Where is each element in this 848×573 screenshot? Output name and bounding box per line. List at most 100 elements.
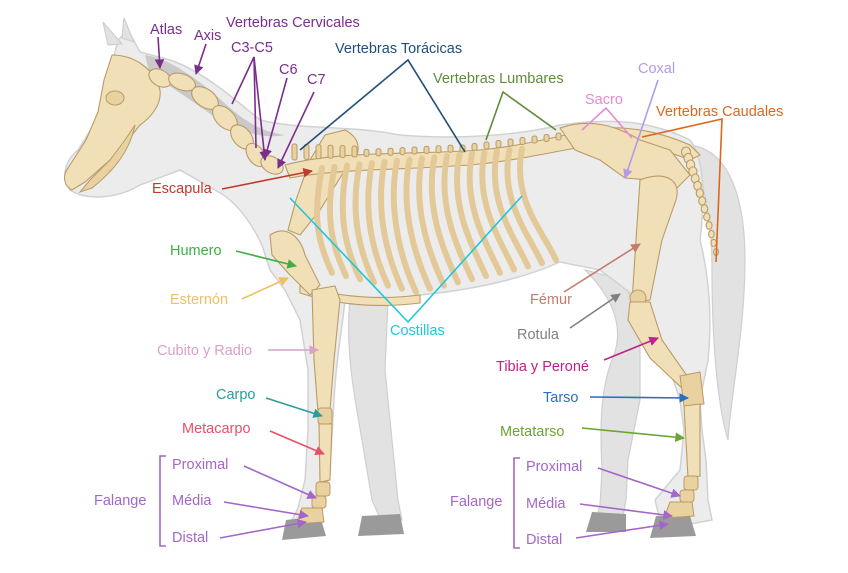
escapula-arrow — [221, 167, 313, 190]
caudal-vertebra — [703, 212, 711, 222]
rib — [517, 145, 559, 263]
rib — [441, 153, 475, 283]
rib — [352, 161, 377, 286]
spinous-process — [447, 144, 454, 153]
c3c5-arrow — [253, 56, 269, 161]
spinous-process — [519, 137, 526, 145]
rotula-arrow — [569, 293, 621, 329]
spinous-process — [375, 148, 382, 157]
rib — [504, 147, 545, 267]
spinous-process — [411, 146, 418, 155]
label-atlas: Atlas — [150, 22, 182, 38]
orbit — [105, 90, 125, 106]
metatarso-arrow — [581, 427, 685, 442]
label-carpo: Carpo — [216, 387, 256, 403]
label-esternon: Esternón — [170, 292, 228, 308]
atlas-arrow — [154, 36, 165, 69]
radius — [311, 285, 341, 413]
rib — [416, 155, 447, 289]
spinous-process — [315, 144, 322, 160]
hind-limb — [627, 175, 705, 519]
labels: Atlas Axis Vertebras Cervicales C3-C5 C6… — [94, 15, 783, 548]
caudal-vertebra — [708, 229, 715, 239]
far-hind-hoof — [586, 512, 626, 532]
rib — [339, 162, 363, 283]
ear-right — [121, 17, 136, 43]
label-c3-c5: C3-C5 — [231, 40, 273, 56]
spinous-process — [483, 141, 490, 150]
label-hind-falange: Falange — [450, 494, 502, 510]
metacarpus — [318, 423, 333, 483]
spinous-process — [471, 143, 478, 151]
rib — [378, 159, 405, 292]
spinous-process — [531, 135, 538, 144]
hind-falange-bracket — [513, 457, 520, 549]
spinous-process — [291, 143, 298, 161]
skull — [63, 54, 161, 191]
hind-middle-phalanx — [679, 489, 695, 503]
front-proximal-phalanx — [315, 481, 331, 497]
caudal-vertebrae — [680, 146, 720, 257]
label-vertebras-lumbares: Vertebras Lumbares — [433, 71, 564, 87]
c6-arrow — [262, 77, 288, 159]
spinous-process — [387, 147, 394, 156]
sacro-lines — [581, 106, 633, 139]
spinous-process — [423, 145, 430, 154]
label-rotula: Rotula — [517, 327, 560, 343]
label-axis: Axis — [194, 28, 221, 44]
far-front-leg — [348, 299, 403, 521]
label-escapula: Escapula — [152, 181, 213, 197]
label-tarso: Tarso — [543, 390, 578, 406]
mandible — [78, 124, 136, 194]
hind-proximal-arrow — [597, 467, 681, 498]
leader-lines — [154, 36, 723, 549]
tibia-arrow — [603, 336, 659, 361]
esternon-arrow — [241, 277, 289, 300]
label-humero: Humero — [170, 243, 222, 259]
caudal-vertebra — [700, 204, 709, 214]
label-hind-media: Média — [526, 496, 566, 512]
front-proximal-arrow — [243, 465, 317, 499]
rib — [454, 151, 489, 279]
carpo-arrow — [265, 397, 323, 418]
label-metatarso: Metatarso — [500, 424, 564, 440]
spinous-process — [339, 145, 346, 159]
caudal-vertebra — [705, 220, 713, 230]
spinous-process — [495, 140, 502, 148]
femur-arrow — [563, 243, 641, 293]
spinous-processes — [291, 131, 574, 161]
spinous-process — [507, 138, 514, 147]
label-hind-proximal: Proximal — [526, 459, 582, 475]
horse-body — [64, 28, 713, 529]
label-c7: C7 — [307, 72, 326, 88]
label-hind-distal: Distal — [526, 532, 562, 548]
ear — [102, 21, 124, 46]
hind-distal-arrow — [575, 520, 669, 539]
rib — [466, 150, 503, 276]
spinous-process — [327, 144, 334, 159]
thoracic-lines — [299, 58, 466, 153]
pelvis — [559, 122, 691, 191]
front-distal-arrow — [219, 518, 307, 539]
humero-arrow — [235, 250, 297, 269]
rib — [403, 156, 433, 292]
far-front-hoof — [358, 514, 404, 536]
caudal-vertebra — [698, 196, 707, 206]
spinous-process — [363, 148, 370, 157]
rib — [390, 157, 419, 295]
lumbar-lines — [485, 90, 557, 141]
axis-arrow — [194, 43, 207, 75]
label-coxal: Coxal — [638, 61, 675, 77]
tarsus — [679, 371, 705, 407]
label-tibia-perone: Tibia y Peroné — [496, 359, 589, 375]
ribs — [314, 145, 559, 295]
metatarsus — [683, 403, 701, 479]
front-media-arrow — [223, 501, 309, 520]
label-vertebras-caudales: Vertebras Caudales — [656, 104, 783, 120]
label-femur: Fémur — [530, 292, 572, 308]
spinous-process — [555, 132, 562, 141]
label-front-distal: Distal — [172, 530, 208, 546]
costillas-lines — [289, 195, 523, 324]
label-c6: C6 — [279, 62, 298, 78]
label-costillas: Costillas — [390, 323, 445, 339]
